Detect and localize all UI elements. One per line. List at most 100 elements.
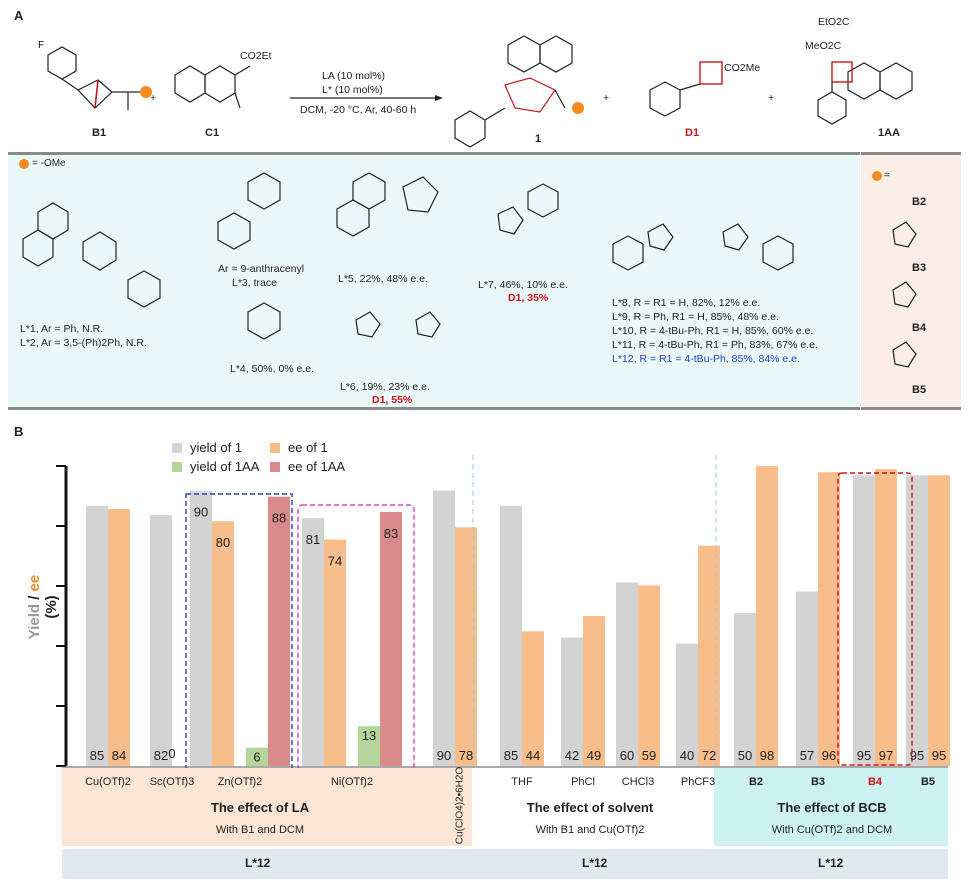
category-label: B5 xyxy=(920,776,936,788)
bar-yield-1 xyxy=(150,515,172,766)
label-ee-1: 78 xyxy=(459,748,473,763)
group-title-la: The effect of LA xyxy=(210,800,310,815)
bar-ee-1 xyxy=(698,545,720,766)
frame-zn xyxy=(185,493,293,770)
ligand-bar-bcb: L*12 xyxy=(818,856,844,870)
legend-label: yield of 1AA xyxy=(190,459,260,474)
bar-yield-1 xyxy=(734,613,756,766)
legend-swatch xyxy=(172,443,182,453)
label-yield-1: 85 xyxy=(504,748,518,763)
category-label: PhCl xyxy=(571,776,595,788)
reaction-scheme: F xyxy=(38,35,913,148)
legend-label: yield of 1 xyxy=(190,440,242,455)
label-yield-of-1: 90 xyxy=(194,505,208,520)
ome-legend: = -OMe xyxy=(32,158,66,169)
f-label-b1: F xyxy=(38,40,44,51)
group-bg-solvent xyxy=(472,768,714,846)
product-1-structure xyxy=(454,35,584,148)
ligand-l11: L*11, R = 4-tBu-Ph, R1 = Ph, 83%, 67% e.… xyxy=(612,339,818,351)
ligand-l8: L*8, R = R1 = H, 82%, 12% e.e. xyxy=(612,297,761,309)
ligand-bar-la: L*12 xyxy=(245,856,271,870)
1aa-ester2-label: MeO2C xyxy=(805,40,842,52)
label-ee-1: 95 xyxy=(932,748,946,763)
label-yield-of-1: 81 xyxy=(306,532,320,547)
bar-ee-of-1 xyxy=(212,521,234,766)
label-yield-1: 60 xyxy=(620,748,634,763)
label-ee-1: 49 xyxy=(587,748,601,763)
label-ee-1: 59 xyxy=(642,748,656,763)
label-ee-1: 98 xyxy=(760,748,774,763)
category-label: CHCl3 xyxy=(621,776,655,788)
bar-ee-1 xyxy=(108,508,130,766)
ligand-l12: L*12, R = R1 = 4-tBu-Ph, 85%, 84% e.e. xyxy=(612,353,800,365)
conditions-other: DCM, -20 °C, Ar, 40-60 h xyxy=(300,104,417,116)
bar-yield-1 xyxy=(86,505,108,766)
ligand-bar-solvent: L*12 xyxy=(582,856,608,870)
label-zero: 0 xyxy=(168,746,175,761)
c1-structure xyxy=(174,65,251,109)
ligand-l6: L*6, 19%, 23% e.e. xyxy=(340,381,430,393)
label-ee-of-1AA: 83 xyxy=(384,526,398,541)
label-yield-1: 90 xyxy=(437,748,451,763)
group-sub-la: With B1 and DCM xyxy=(215,824,305,836)
bcb-legend: = xyxy=(884,170,890,181)
ligand-l3: L*3, trace xyxy=(232,277,277,289)
bar-ee-1 xyxy=(928,475,950,766)
ligand-l2: L*2, Ar = 3,5-(Ph)2Ph, N.R. xyxy=(20,337,147,349)
product-1aa-structure xyxy=(817,61,913,125)
ligand-l9: L*9, R = Ph, R1 = H, 85%, 48% e.e. xyxy=(612,311,779,323)
bcb-b3: B3 xyxy=(912,262,927,274)
bar-yield-1 xyxy=(796,591,818,766)
category-label: B2 xyxy=(748,776,764,788)
ligand-l6-extra: D1, 55% xyxy=(372,394,413,406)
bar-yield-of-1AA xyxy=(246,747,268,766)
bar-yield-1 xyxy=(676,643,698,766)
bar-yield-1 xyxy=(500,505,522,766)
product-1aa-label: 1AA xyxy=(878,127,901,139)
conditions-la: LA (10 mol%) xyxy=(322,70,386,82)
label-ee-1: 72 xyxy=(702,748,716,763)
bar-yield-1 xyxy=(906,475,928,766)
group-bg-bcb xyxy=(714,768,948,846)
bar-ee-of-1AA xyxy=(268,496,290,766)
legend-label: ee of 1 xyxy=(288,440,328,455)
ligand-l10: L*10, R = 4-tBu-Ph, R1 = H, 85%, 60% e.e… xyxy=(612,325,814,337)
bcb-panel xyxy=(861,152,961,410)
category-label: THF xyxy=(511,776,533,788)
c1-label: C1 xyxy=(205,127,220,139)
label-yield-of-1AA: 13 xyxy=(362,728,376,743)
category-label: Cu(ClO4)2•6H2O xyxy=(454,766,466,845)
bar-yield-1 xyxy=(561,637,583,766)
bar-ee-1 xyxy=(756,466,778,766)
bar-ee-1 xyxy=(875,469,897,766)
ligand-screen-panel xyxy=(8,152,860,410)
b1-structure xyxy=(47,46,152,110)
bcb-b5: B5 xyxy=(912,384,927,396)
ligand-l7: L*7, 46%, 10% e.e. xyxy=(478,279,568,291)
ligand-l5: L*5, 22%, 48% e.e. xyxy=(338,273,428,285)
ligand-bar xyxy=(62,849,948,879)
category-label: B3 xyxy=(810,776,826,788)
legend-label: ee of 1AA xyxy=(288,459,345,474)
d1-structure xyxy=(649,61,723,117)
group-title-solvent: The effect of solvent xyxy=(526,800,654,815)
legend-swatch xyxy=(172,462,182,472)
bar-yield-1 xyxy=(433,490,455,766)
b1-label: B1 xyxy=(92,127,107,139)
category-label: Zn(OTf)2 xyxy=(217,776,263,788)
bar-yield-of-1 xyxy=(302,518,324,766)
ligand-l4: L*4, 50%, 0% e.e. xyxy=(230,363,315,375)
bcb-b2: B2 xyxy=(912,196,927,208)
group-sub-solvent: With B1 and Cu(OTf)2 xyxy=(535,824,645,836)
label-ee-1: 44 xyxy=(526,748,540,763)
ligand-l7-extra: D1, 35% xyxy=(508,292,549,304)
label-yield-1: 85 xyxy=(90,748,104,763)
conditions-ligand: L* (10 mol%) xyxy=(322,84,383,96)
bar-yield-of-1AA xyxy=(358,726,380,766)
label-yield-1: 40 xyxy=(680,748,694,763)
label-yield-1: 95 xyxy=(910,748,924,763)
ome-dot xyxy=(140,86,152,98)
label-yield-of-1AA: 6 xyxy=(253,750,260,765)
label-yield-1: 95 xyxy=(857,748,871,763)
bar-ee-1 xyxy=(818,472,840,766)
